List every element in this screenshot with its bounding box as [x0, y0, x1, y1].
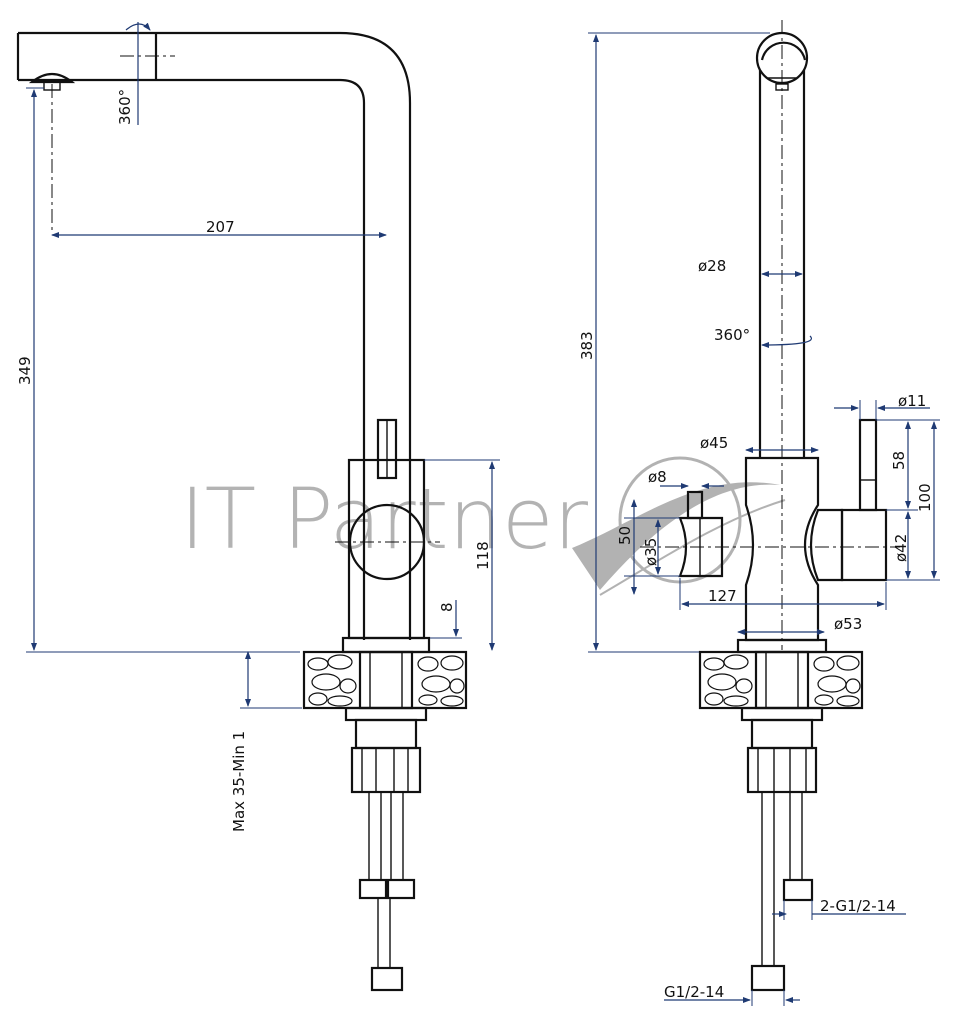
reach-dimension: 207: [51, 218, 387, 238]
watermark: IT Partner: [180, 456, 786, 596]
body-height-dimension: 118: [424, 459, 500, 651]
hose-thread-dimension: 2-G1/2-14: [772, 897, 906, 920]
front-view: 383 ø28 360° ø45: [578, 20, 940, 1006]
handle-length-dimension: 58: [876, 419, 940, 511]
side-stone-pattern-right: [417, 655, 465, 707]
side-view: 360° 207 349 118: [16, 22, 500, 992]
front-handle: [809, 418, 888, 582]
right-diameter-dimension: ø42: [892, 511, 911, 579]
height-dimension: 349: [16, 87, 300, 653]
height-label: 349: [16, 356, 34, 385]
small-diameter-dimension: ø8: [648, 468, 724, 489]
counter-thickness-label: Max 35-Min 1: [230, 731, 248, 832]
watermark-logo: [572, 456, 786, 596]
watermark-text: IT Partner: [180, 470, 589, 568]
side-fixing: [344, 706, 428, 794]
side-hoses: [358, 792, 416, 992]
front-hoses: [750, 792, 814, 992]
base-diameter-dimension: ø53: [737, 615, 862, 635]
side-stone-pattern-left: [307, 654, 357, 707]
front-left-outlet: [640, 490, 900, 578]
body-diameter-dimension: ø45: [700, 434, 819, 453]
handle-diameter-label: ø11: [898, 392, 926, 410]
front-fixing: [740, 706, 824, 794]
handle-total-label: 100: [916, 483, 934, 512]
side-height-dimension: 50: [616, 499, 680, 595]
base-offset-dimension: 8: [430, 600, 462, 639]
front-stone-pattern-right: [813, 655, 861, 707]
total-height-label: 383: [578, 331, 596, 360]
front-countertop: [698, 650, 864, 710]
counter-thickness-dimension: Max 35-Min 1: [230, 651, 302, 832]
front-spout: [755, 20, 809, 650]
bottom-thread-label: G1/2-14: [664, 983, 724, 1001]
bottom-thread-dimension: G1/2-14: [664, 983, 800, 1006]
side-countertop: [302, 650, 468, 710]
handle-diameter-dimension: ø11: [834, 392, 930, 420]
reach-label: 207: [206, 218, 235, 236]
side-rotation-arrow: 360°: [116, 22, 151, 125]
handle-length-label: 58: [890, 451, 908, 470]
front-rotation-arrow: 360°: [714, 326, 813, 348]
side-rotation-label: 360°: [116, 89, 134, 125]
side-diameter-dimension: ø35: [642, 519, 661, 575]
side-height-label: 50: [616, 526, 634, 545]
hose-thread-label: 2-G1/2-14: [820, 897, 896, 915]
side-handle: [376, 418, 398, 480]
right-diameter-label: ø42: [892, 534, 910, 562]
width-label: 127: [708, 587, 737, 605]
small-diameter-label: ø8: [648, 468, 667, 486]
body-diameter-label: ø45: [700, 434, 728, 452]
front-stone-pattern-left: [703, 654, 753, 707]
base-diameter-label: ø53: [834, 615, 862, 633]
width-dimension: 127: [679, 578, 887, 610]
spout-diameter-label: ø28: [698, 257, 726, 275]
total-height-dimension: 383: [578, 32, 770, 653]
side-spout: [16, 31, 412, 640]
side-diameter-label: ø35: [642, 538, 660, 566]
spout-diameter-dimension: ø28: [698, 257, 803, 277]
base-offset-label: 8: [438, 602, 456, 612]
front-rotation-label: 360°: [714, 326, 750, 344]
body-height-label: 118: [474, 541, 492, 570]
handle-total-dimension: 100: [886, 421, 940, 581]
